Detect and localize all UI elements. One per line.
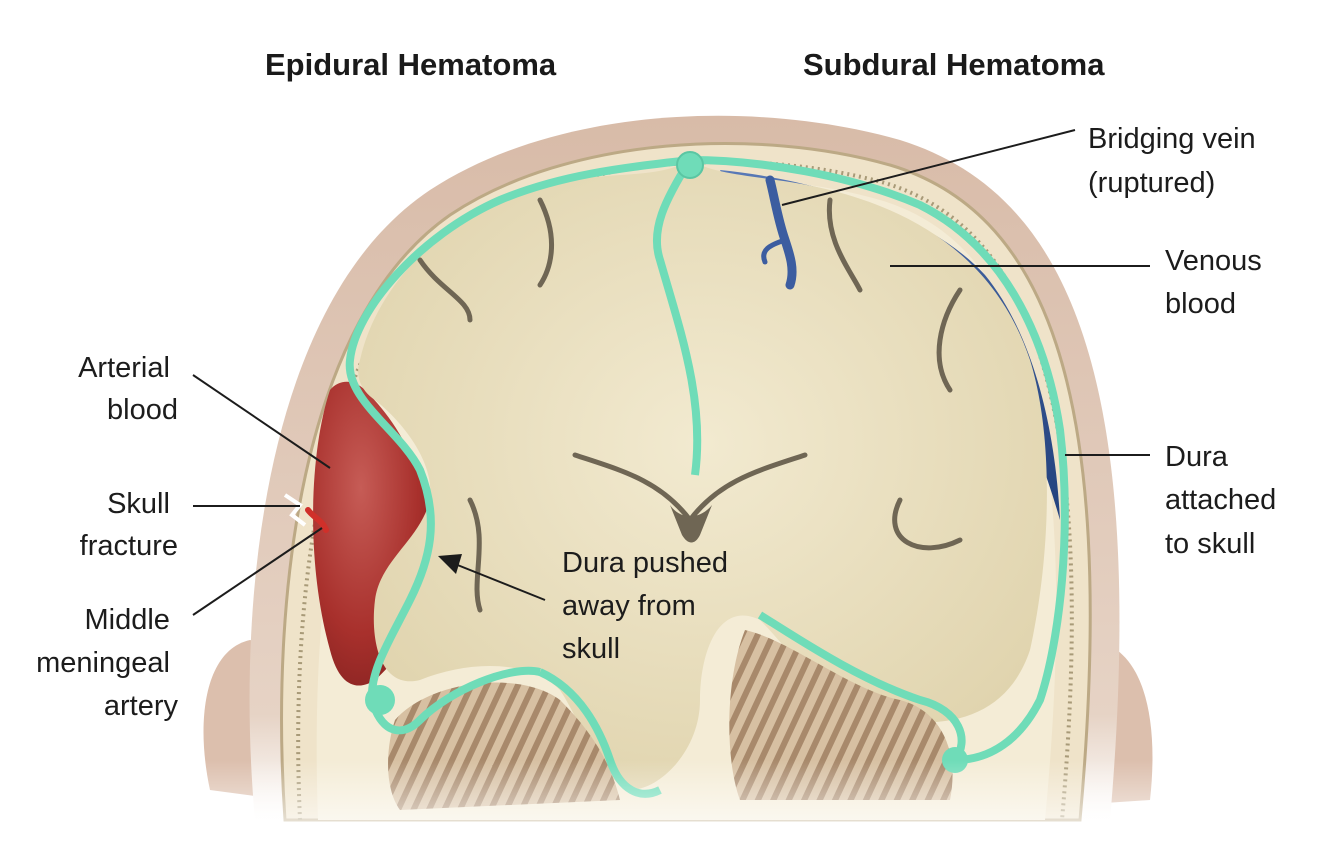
- dura-pushed-label: Dura pushed away from skull: [562, 547, 736, 665]
- left-sinus: [365, 685, 395, 715]
- bottom-fade: [0, 760, 1334, 858]
- subdural-title: Subdural Hematoma: [803, 47, 1105, 82]
- arterial-blood-label: Arterial blood: [78, 352, 178, 426]
- ventricle: [670, 505, 712, 543]
- middle-meningeal-artery-mark: [305, 507, 329, 533]
- dura-arrowhead: [438, 554, 462, 574]
- brain: [358, 160, 1047, 790]
- venous-blood-label: Venous blood: [1165, 245, 1270, 320]
- dura-attached-label: Dura attached to skull: [1165, 441, 1284, 560]
- middle-meningeal-artery-label: Middle meningeal artery: [36, 604, 178, 722]
- cerebellum-right: [729, 630, 953, 800]
- bridging-vein-label: Bridging vein (ruptured): [1088, 123, 1264, 199]
- skull-fracture-mark: [283, 493, 307, 527]
- superior-sinus: [676, 151, 704, 179]
- leader-lines: [192, 129, 1150, 616]
- bridging-vein-branch: [761, 237, 788, 265]
- brain-sulci: [417, 197, 963, 613]
- epidural-title: Epidural Hematoma: [265, 47, 557, 82]
- skull-fracture-label: Skull fracture: [80, 488, 178, 562]
